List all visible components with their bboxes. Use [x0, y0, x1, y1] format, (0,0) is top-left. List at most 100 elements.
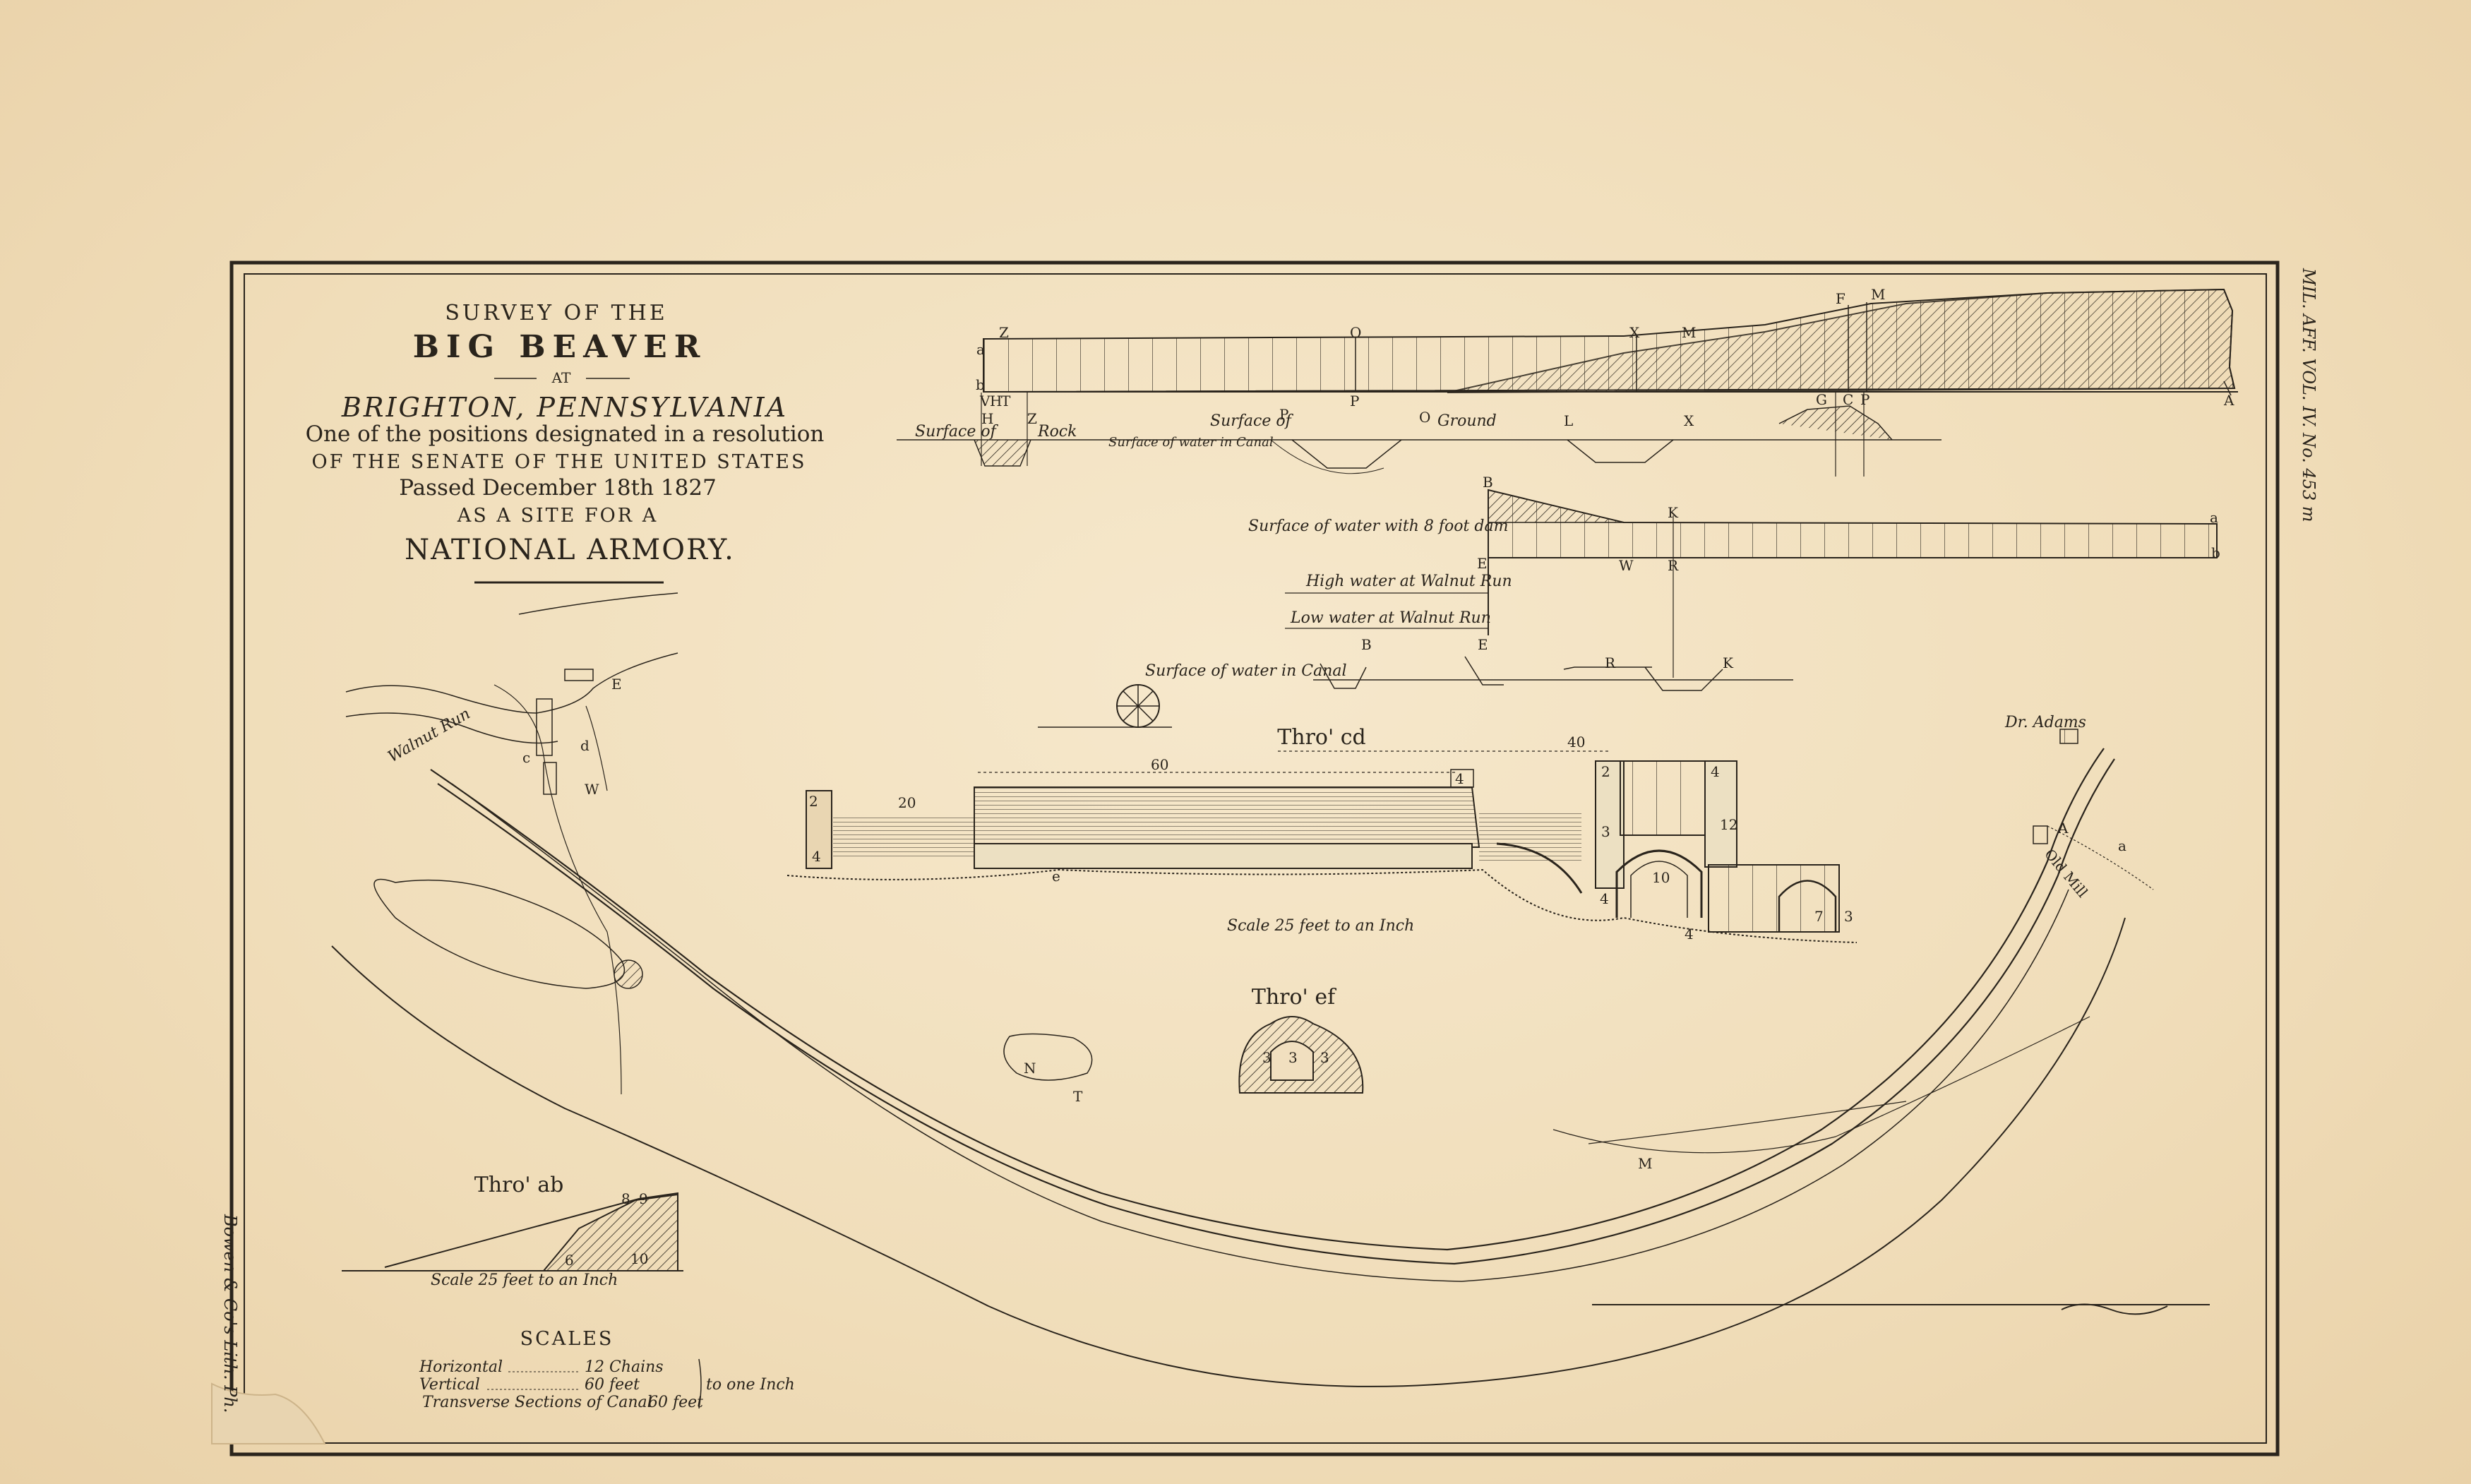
marginal-note-left: Bowen & Co's Lith. Ph. [220, 1214, 240, 1413]
label-low-water: Low water at Walnut Run [1290, 609, 1491, 627]
svg-text:10: 10 [1652, 869, 1670, 886]
svg-text:O: O [1419, 409, 1430, 426]
svg-text:W: W [1619, 557, 1634, 574]
svg-text:P: P [1350, 393, 1359, 409]
svg-text:b: b [2211, 544, 2220, 561]
svg-text:B: B [1361, 636, 1372, 653]
scale-to-one-inch: to one Inch [706, 1376, 795, 1394]
svg-text:10: 10 [630, 1250, 648, 1267]
svg-text:a: a [976, 341, 985, 358]
svg-text:4: 4 [1455, 770, 1464, 787]
label-ground: Ground [1437, 412, 1497, 430]
scales-block: SCALES Horizontal 12 Chains Vertical 60 … [419, 1328, 795, 1411]
label-surface-of: Surface of [915, 423, 999, 441]
plan-map: E d c W Walnut Run Dr. Adams Old Mill A … [331, 592, 2210, 1387]
profile-top: a b Z O X M F M A V H T H Z P O L X G C … [897, 286, 2238, 477]
section-ab-scale: Scale 25 feet to an Inch [431, 1271, 618, 1289]
profile-middle: B K E W R a b Surface of water with 8 fo… [1038, 474, 2220, 728]
section-ab-title: Thro' ab [474, 1173, 564, 1197]
svg-text:4: 4 [812, 848, 821, 865]
svg-text:T: T [1001, 393, 1011, 409]
title-block: SURVEY OF THE BIG BEAVER AT BRIGHTON, PE… [306, 301, 824, 584]
svg-text:b: b [976, 376, 985, 393]
svg-text:60: 60 [1151, 756, 1168, 773]
svg-text:K: K [1668, 504, 1679, 521]
svg-text:7: 7 [1814, 908, 1824, 925]
svg-text:V: V [979, 393, 991, 409]
dr-adams-label: Dr. Adams [2004, 714, 2086, 731]
title-line2: BIG BEAVER [413, 329, 707, 365]
svg-text:6: 6 [565, 1252, 574, 1269]
svg-text:A: A [2057, 820, 2069, 837]
svg-text:2: 2 [809, 793, 818, 810]
svg-text:X: X [1629, 324, 1640, 341]
title-line8: AS A SITE FOR A [457, 505, 658, 527]
svg-text:4: 4 [1685, 926, 1694, 943]
section-cd-title: Thro' cd [1277, 725, 1366, 750]
section-cd: Thro' cd 60 40 2 4 20 4 2 4 3 12 10 7 3 [786, 725, 1857, 943]
scale-transverse-value: 60 feet [648, 1394, 703, 1411]
scale-vertical-label: Vertical [419, 1376, 480, 1394]
title-line3: AT [551, 369, 571, 386]
svg-text:3: 3 [1601, 823, 1610, 840]
svg-text:3: 3 [1262, 1049, 1272, 1066]
svg-text:A: A [2223, 392, 2234, 409]
svg-text:e: e [1052, 868, 1060, 885]
svg-text:M: M [1871, 286, 1885, 303]
scales-heading: SCALES [520, 1328, 614, 1350]
svg-text:d: d [580, 737, 590, 754]
label-canal-water: Surface of water in Canal [1145, 662, 1347, 680]
svg-text:8: 8 [621, 1190, 630, 1207]
walnut-run-label: Walnut Run [385, 705, 474, 767]
svg-text:R: R [1605, 654, 1616, 671]
svg-text:N: N [1024, 1060, 1036, 1077]
torn-corner [211, 1382, 326, 1444]
section-ef-title: Thro' ef [1252, 985, 1336, 1010]
svg-text:3: 3 [1320, 1049, 1329, 1066]
label-surface-of-2: Surface of [1210, 412, 1294, 430]
svg-text:C: C [1843, 391, 1853, 408]
title-line4: BRIGHTON, PENNSYLVANIA [341, 392, 788, 423]
svg-text:4: 4 [1711, 763, 1720, 780]
svg-text:9: 9 [639, 1190, 648, 1207]
svg-text:Z: Z [999, 324, 1009, 341]
svg-text:2: 2 [1601, 763, 1610, 780]
label-rock: Rock [1037, 423, 1077, 441]
title-line6: OF THE SENATE OF THE UNITED STATES [311, 451, 806, 473]
svg-text:X: X [1684, 412, 1694, 429]
label-high-water: High water at Walnut Run [1305, 573, 1512, 590]
svg-text:T: T [1073, 1088, 1083, 1105]
section-cd-scale: Scale 25 feet to an Inch [1227, 917, 1414, 935]
title-line9: NATIONAL ARMORY. [405, 534, 735, 566]
svg-text:3: 3 [1844, 908, 1853, 925]
svg-text:c: c [522, 749, 530, 766]
svg-text:P: P [1860, 391, 1869, 408]
svg-text:B: B [1483, 474, 1493, 491]
svg-text:R: R [1668, 557, 1679, 574]
title-line1: SURVEY OF THE [445, 301, 667, 325]
svg-text:20: 20 [898, 794, 916, 811]
section-ef: Thro' ef 3 3 3 [1238, 985, 1364, 1094]
label-dam: Surface of water with 8 foot dam [1248, 517, 1508, 535]
svg-text:40: 40 [1567, 734, 1585, 750]
svg-text:a: a [2210, 509, 2218, 526]
svg-text:O: O [1350, 324, 1361, 341]
svg-text:E: E [1477, 555, 1488, 572]
svg-text:L: L [1564, 412, 1573, 429]
svg-text:K: K [1723, 654, 1734, 671]
svg-text:12: 12 [1720, 816, 1737, 833]
scale-horizontal-value: 12 Chains [585, 1358, 664, 1376]
svg-text:a: a [2118, 837, 2126, 854]
svg-text:G: G [1816, 391, 1827, 408]
svg-text:4: 4 [1600, 890, 1609, 907]
label-water-in-canal: Surface of water in Canal [1108, 435, 1274, 450]
map-border [229, 261, 2280, 1456]
svg-text:M: M [1638, 1155, 1652, 1172]
marginal-note-right: MIL. AFF. VOL. IV. No. 453 m [2299, 268, 2319, 522]
section-ab: Thro' ab 8 9 6 10 Scale 25 feet to an In… [342, 1173, 683, 1289]
svg-text:3: 3 [1288, 1049, 1298, 1066]
svg-text:W: W [585, 781, 599, 798]
svg-text:H: H [990, 393, 1002, 409]
